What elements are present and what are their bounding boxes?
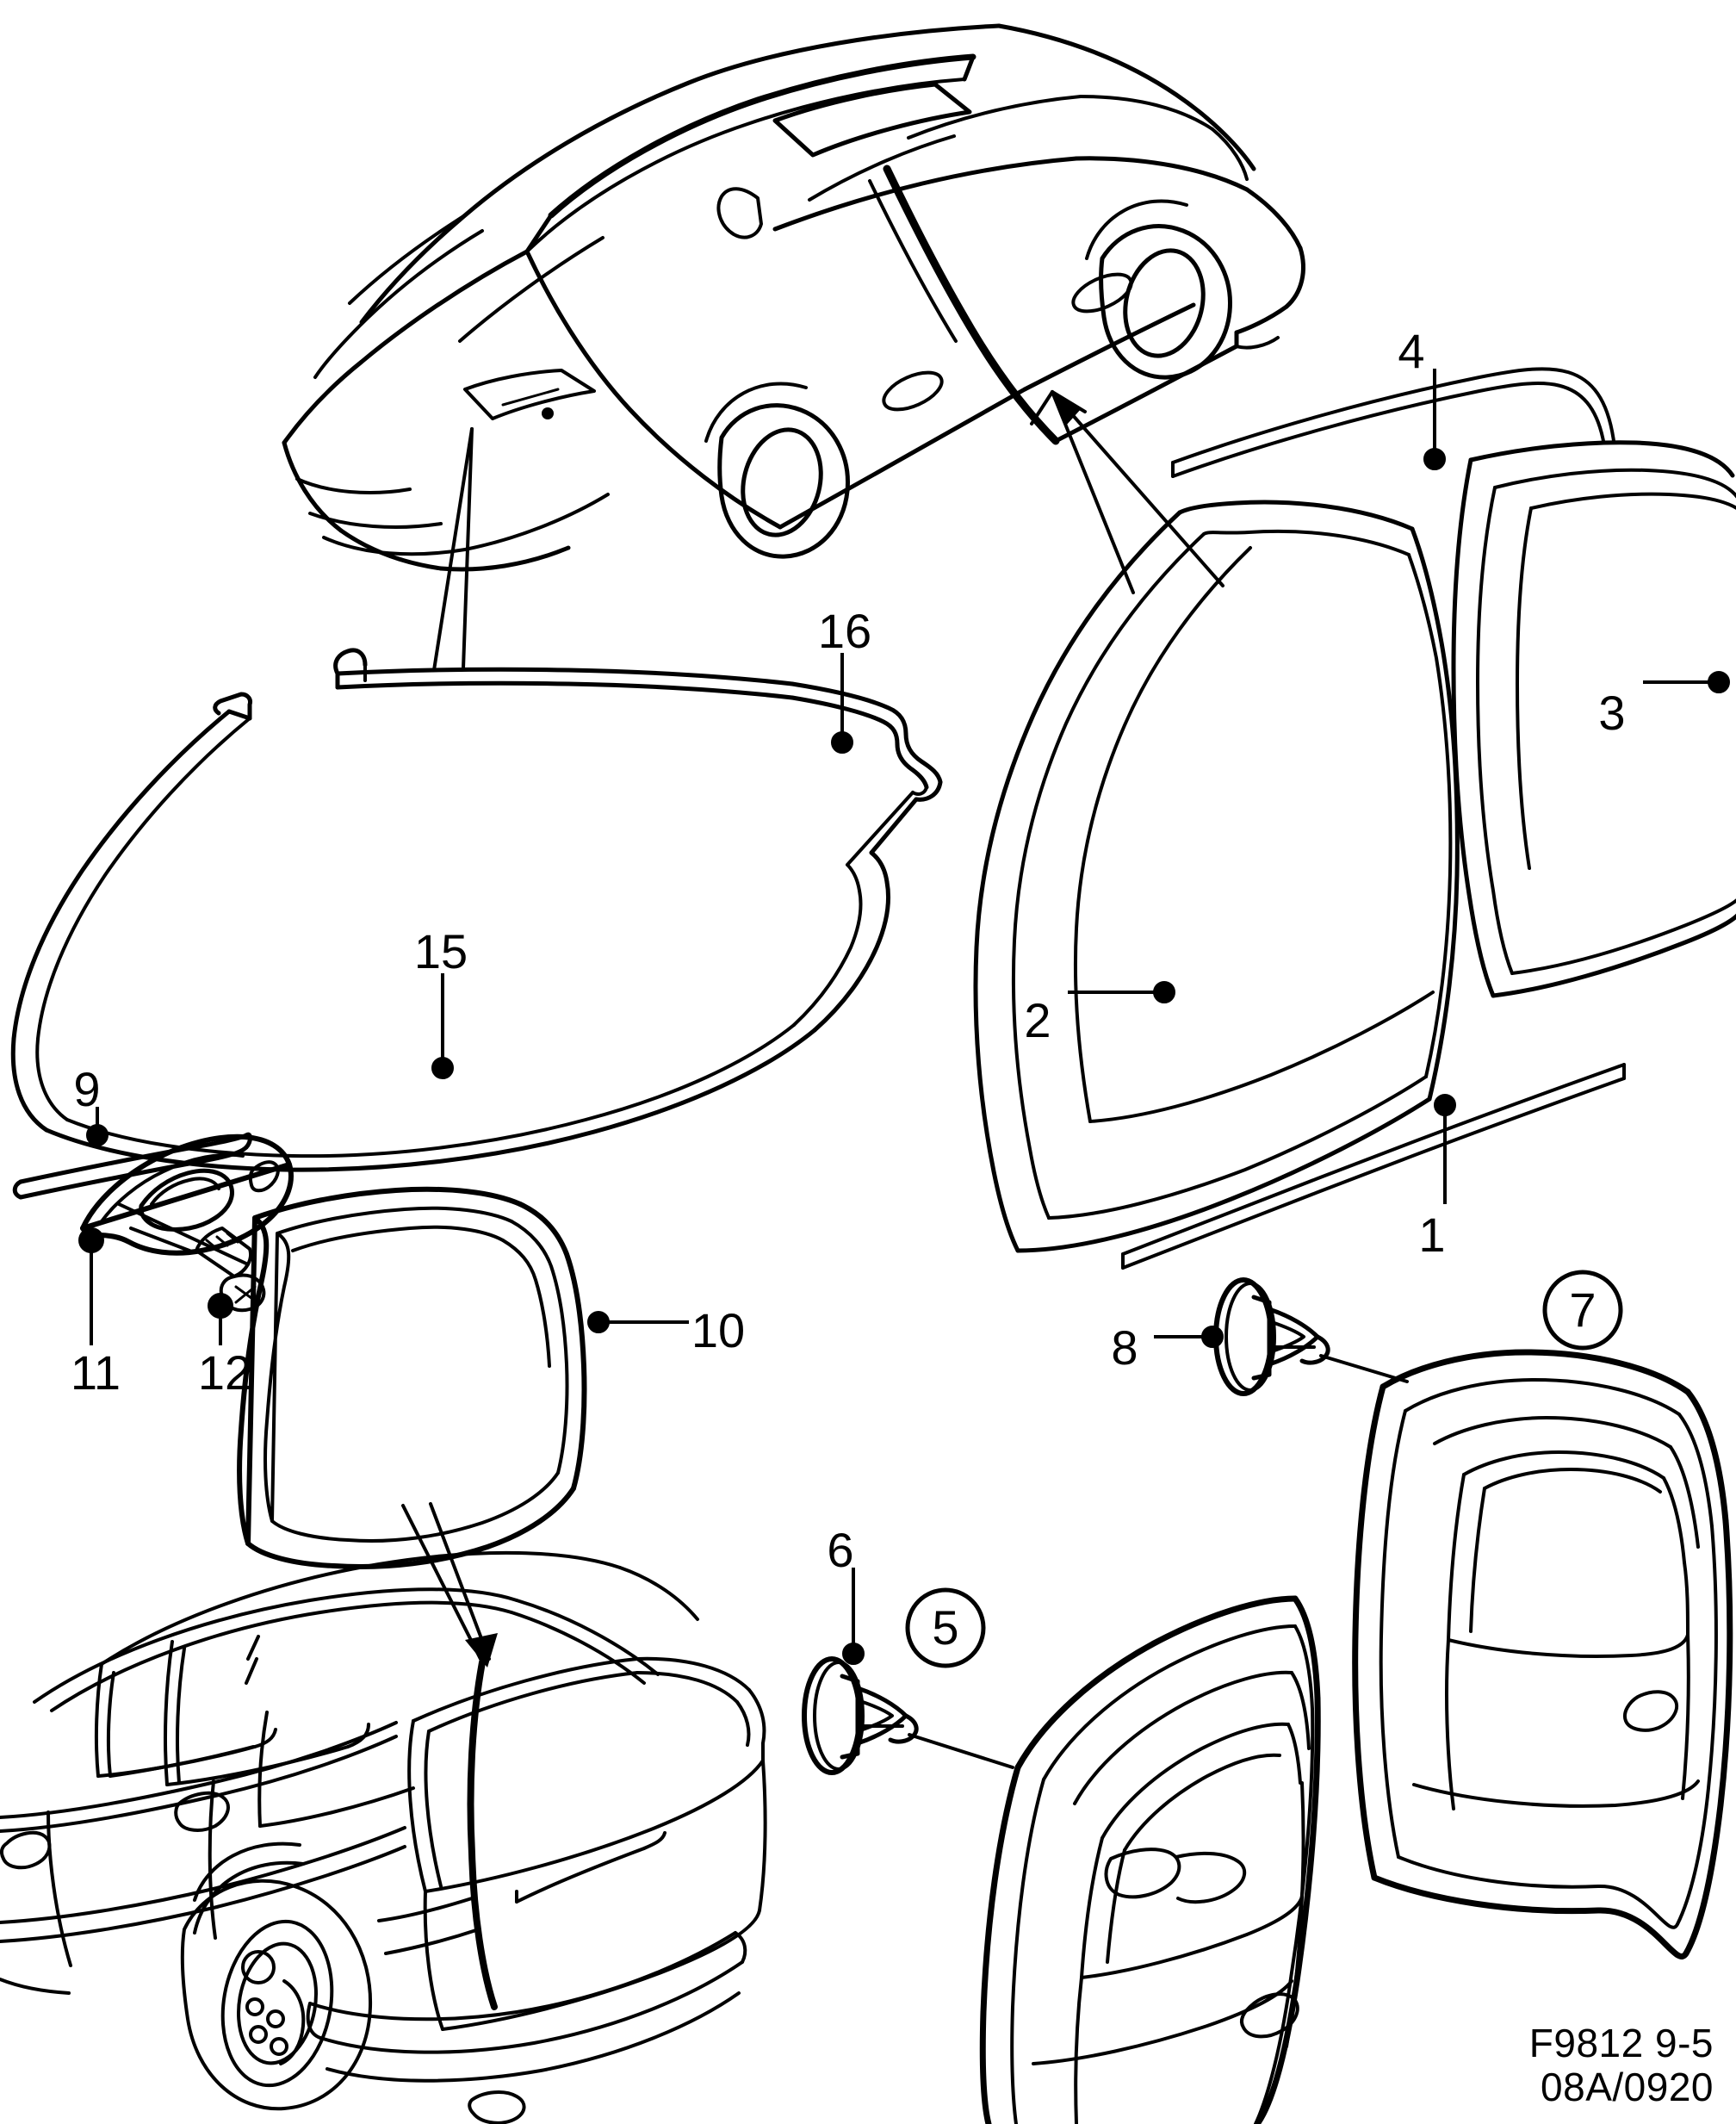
sedan-to-seal-leaders [1030,390,1224,594]
callout-label-7: 7 [1569,1282,1596,1337]
leader-dot-4 [1423,448,1446,470]
leader-dot-9 [86,1124,108,1146]
front-door-panel [979,1595,1321,2124]
windshield-seal [10,427,943,1172]
callout-label-9: 9 [73,1062,101,1116]
footer-part-reference: F9812 9-5 08A/0920 [1528,2020,1714,2110]
leader-dot-2 [1153,981,1175,1003]
callout-label-1: 1 [1418,1208,1446,1262]
tailgate-seal [237,1186,587,1668]
callout-label-2: 2 [1024,993,1051,1047]
leader-dot-10 [587,1311,610,1333]
sedan-three-quarter-view [282,23,1305,572]
door-handle-trim [80,1133,294,1313]
leader-dot-3 [1708,671,1730,693]
callout-label-11: 11 [70,1345,121,1400]
callout-label-4: 4 [1398,324,1425,378]
leader-dot-11 [78,1227,104,1253]
wagon-rear-view [0,1550,767,2124]
callout-label-8: 8 [1111,1320,1138,1375]
leader-dot-6 [842,1643,865,1665]
leader-dot-8 [1201,1326,1224,1348]
body-opening-seals [973,367,1736,1270]
callout-label-5: 5 [932,1600,959,1655]
callout-label-15: 15 [413,924,468,978]
footer-line-2: 08A/0920 [1541,2065,1714,2110]
callout-label-6: 6 [827,1523,854,1577]
clip-fastener-6 [802,1656,1014,1775]
rear-door-panel [1352,1349,1733,1959]
callout-label-16: 16 [817,604,872,658]
leader-dot-16 [831,731,853,754]
footer-line-1: F9812 9-5 [1528,2020,1714,2065]
callout-circle-5 [905,1587,986,1668]
callout-label-12: 12 [197,1345,252,1400]
callout-circle-7 [1542,1270,1623,1351]
callout-label-10: 10 [691,1303,746,1357]
callout-label-3: 3 [1598,686,1626,740]
leader-dot-15 [431,1057,454,1079]
leader-dot-12 [208,1293,233,1319]
leader-dot-1 [1434,1094,1456,1116]
